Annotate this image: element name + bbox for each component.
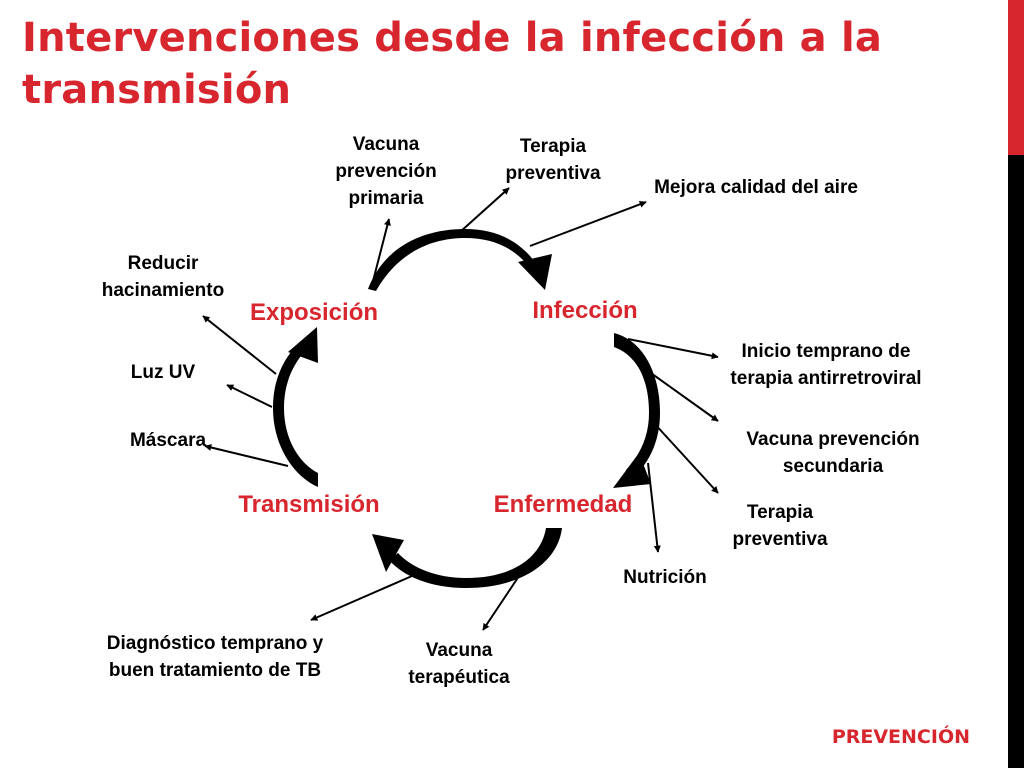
connector-terapia-right bbox=[652, 421, 719, 494]
label-vacuna-terapeutica: Vacuna terapéutica bbox=[408, 640, 510, 688]
connector-nutricion bbox=[647, 462, 661, 553]
arc-transmision-exposicion bbox=[273, 345, 318, 487]
label-line: secundaria bbox=[783, 456, 884, 477]
label-line: terapia antirretroviral bbox=[730, 368, 921, 389]
label-luz-uv: Luz UV bbox=[131, 362, 196, 383]
label-line: hacinamiento bbox=[102, 280, 224, 301]
stage-labels: Exposición Infección Enfermedad Transmis… bbox=[238, 297, 637, 518]
arc-infeccion-enfermedad bbox=[614, 333, 660, 478]
connector-vacuna-terapeutica bbox=[482, 575, 520, 631]
label-inicio-temprano-tar: Inicio temprano de terapia antirretrovira… bbox=[730, 341, 921, 389]
label-line: terapéutica bbox=[408, 667, 510, 688]
arc-enfermedad-transmision bbox=[389, 528, 562, 588]
label-line: Inicio temprano de bbox=[742, 341, 911, 362]
slide-title: Intervenciones desde la infección a la t… bbox=[22, 15, 883, 113]
connector-terapia-top bbox=[459, 187, 510, 233]
arrowhead-infeccion bbox=[518, 254, 552, 290]
label-terapia-preventiva-top: Terapia preventiva bbox=[505, 136, 600, 184]
connector-inicio-tar bbox=[627, 338, 719, 360]
stage-infeccion: Infección bbox=[532, 297, 637, 324]
label-vacuna-prevencion-primaria: Vacuna prevención primaria bbox=[335, 134, 436, 209]
label-reducir-hacinamiento: Reducir hacinamiento bbox=[102, 253, 224, 301]
label-line: Mejora calidad del aire bbox=[654, 177, 858, 198]
arrowhead-exposicion bbox=[288, 327, 318, 363]
cycle-arcs bbox=[273, 229, 660, 588]
label-line: Máscara bbox=[130, 430, 206, 451]
label-mejora-calidad-aire: Mejora calidad del aire bbox=[654, 177, 858, 198]
footer-label: PREVENCIÓN bbox=[831, 726, 970, 748]
label-line: Reducir bbox=[128, 253, 199, 274]
stage-exposicion: Exposición bbox=[250, 299, 378, 326]
label-line: Terapia bbox=[747, 502, 814, 523]
arrowhead-transmision bbox=[372, 534, 404, 572]
side-bar-accent bbox=[1008, 0, 1024, 155]
connector-vacuna-primaria bbox=[371, 218, 391, 286]
label-vacuna-prevencion-secundaria: Vacuna prevención secundaria bbox=[746, 429, 919, 477]
connector-vacuna-secundaria bbox=[647, 370, 719, 422]
label-line: Diagnóstico temprano y bbox=[107, 633, 324, 654]
label-nutricion: Nutrición bbox=[623, 567, 706, 588]
label-line: Vacuna bbox=[353, 134, 420, 155]
label-line: buen tratamiento de TB bbox=[109, 660, 321, 681]
connectors bbox=[202, 187, 719, 631]
label-line: Vacuna bbox=[426, 640, 493, 661]
label-line: preventiva bbox=[732, 529, 827, 550]
label-line: primaria bbox=[349, 188, 424, 209]
label-line: prevención bbox=[335, 161, 436, 182]
connector-mascara bbox=[204, 444, 289, 467]
connector-luz-uv bbox=[226, 384, 273, 408]
label-line: Luz UV bbox=[131, 362, 196, 383]
connector-diagnostico bbox=[310, 575, 413, 621]
label-terapia-preventiva-right: Terapia preventiva bbox=[732, 502, 827, 550]
connector-calidad-aire bbox=[529, 200, 647, 247]
connector-hacinamiento bbox=[202, 315, 277, 375]
stage-transmision: Transmisión bbox=[238, 491, 379, 518]
stage-enfermedad: Enfermedad bbox=[494, 491, 633, 518]
label-line: Vacuna prevención bbox=[746, 429, 919, 450]
label-diagnostico-temprano: Diagnóstico temprano y buen tratamiento d… bbox=[107, 633, 324, 681]
arc-exposicion-infeccion bbox=[368, 229, 537, 291]
intervention-labels: Vacuna prevención primaria Terapia preventi… bbox=[102, 134, 922, 688]
side-bar-dark bbox=[1008, 155, 1024, 768]
label-mascara: Máscara bbox=[130, 430, 206, 451]
label-line: Terapia bbox=[520, 136, 587, 157]
label-line: Nutrición bbox=[623, 567, 706, 588]
label-line: preventiva bbox=[505, 163, 600, 184]
arrowhead-enfermedad bbox=[613, 453, 651, 488]
